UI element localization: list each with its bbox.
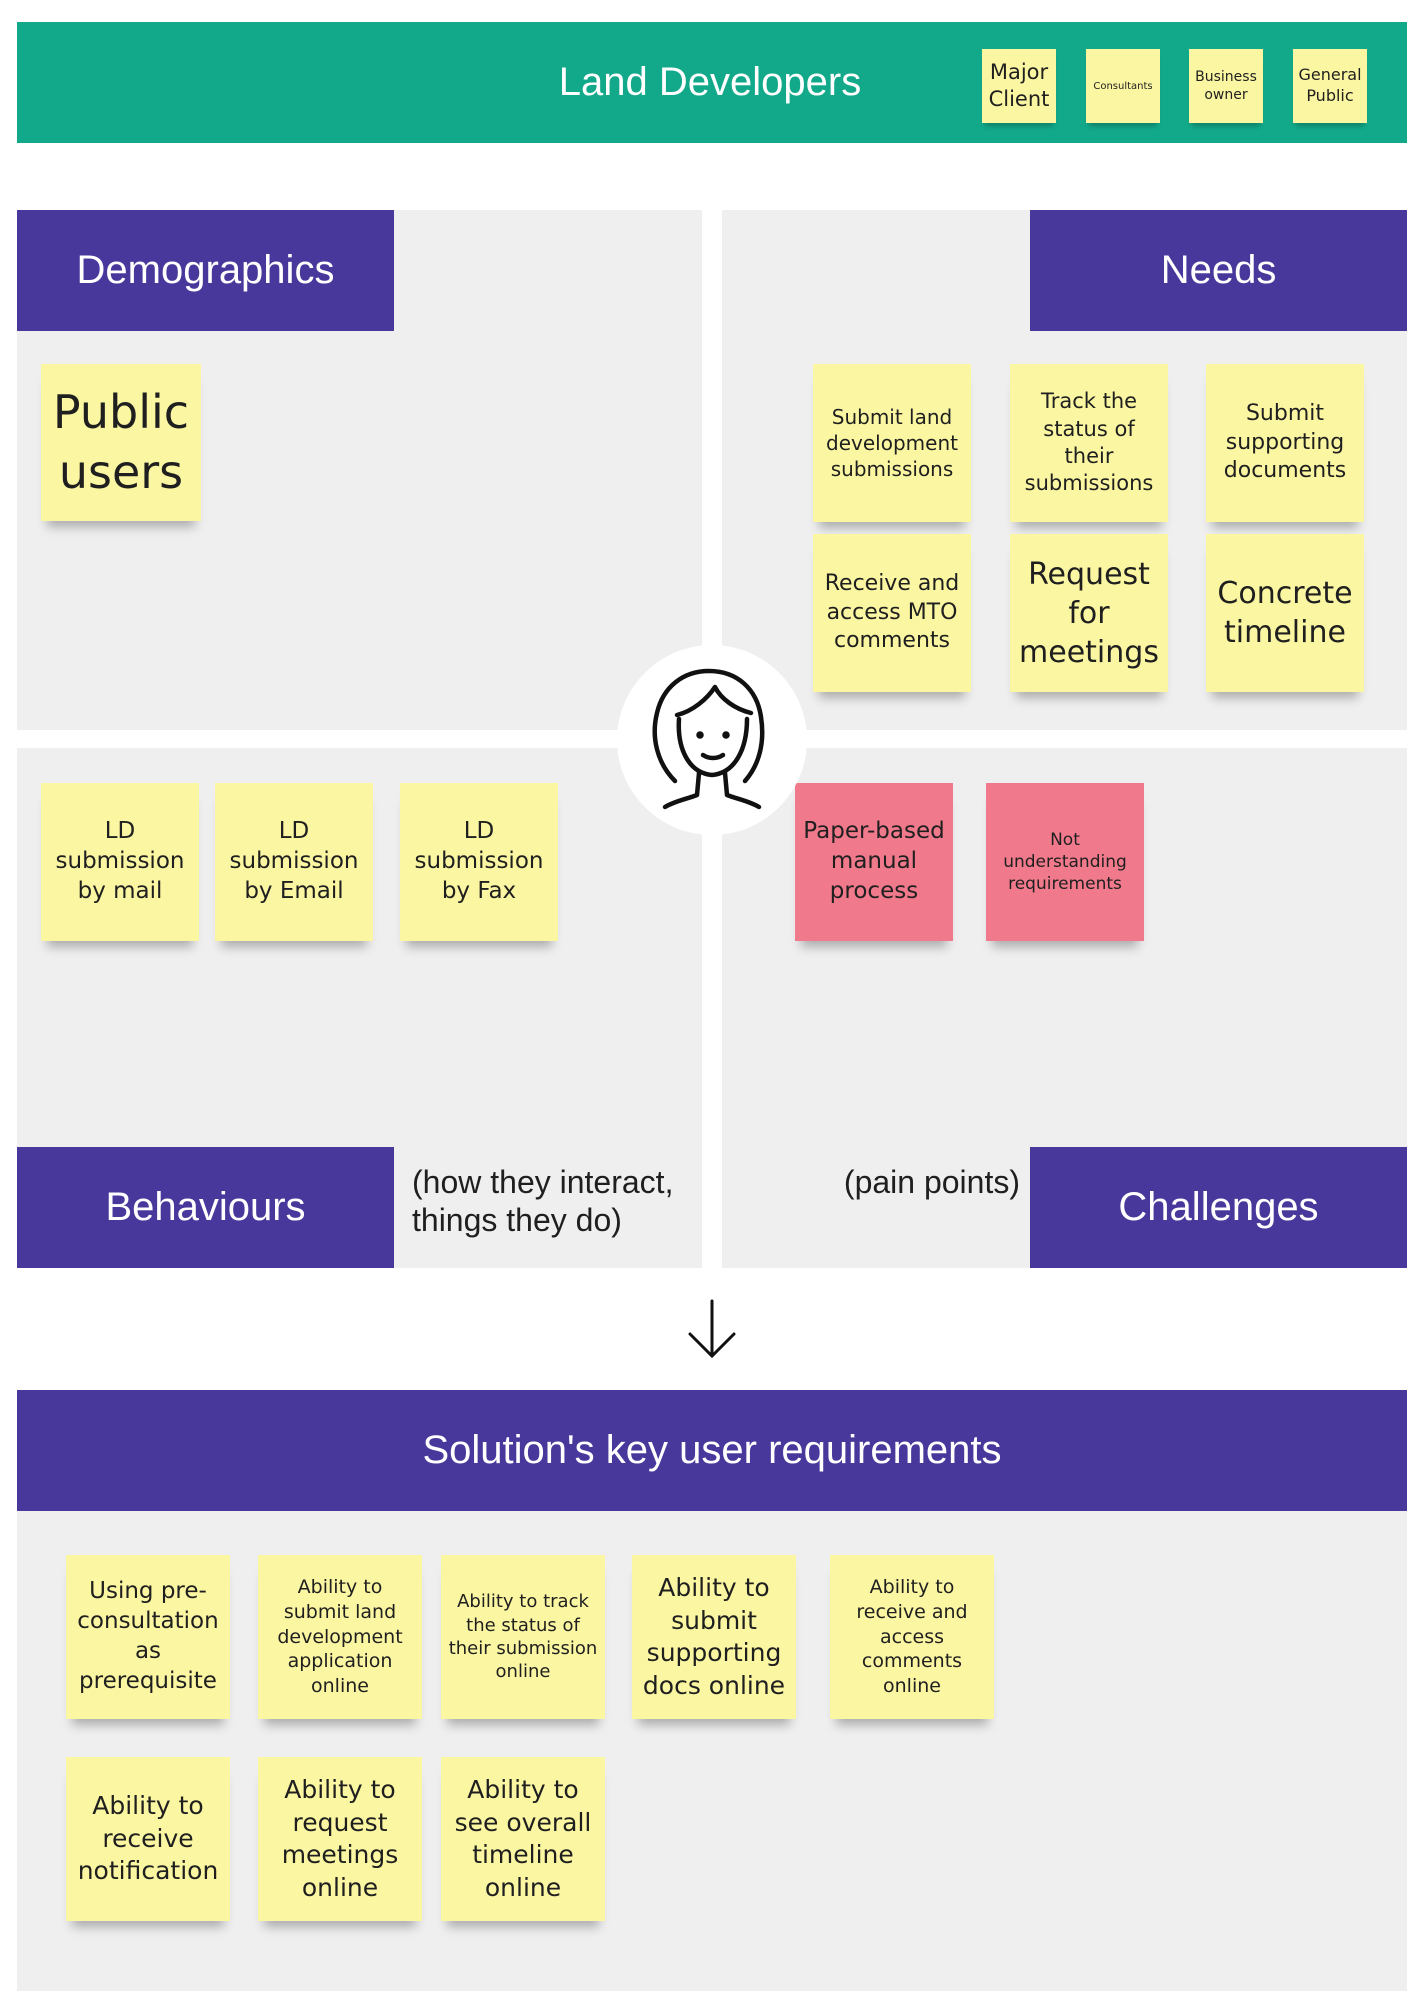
challenges-subtitle: (pain points) xyxy=(843,1164,1020,1200)
behaviour-note: LD submission by mail xyxy=(41,783,199,941)
challenge-note: Not understanding requirements xyxy=(986,783,1144,941)
tag-major-client: Major Client xyxy=(982,49,1056,123)
requirement-note: Ability to see overall timeline online xyxy=(441,1757,605,1921)
behaviour-note: LD submission by Email xyxy=(215,783,373,941)
arrow-down-icon xyxy=(688,1299,736,1359)
behaviours-subtitle: (how they interact, things they do) xyxy=(412,1164,674,1239)
needs-note: Submit supporting documents xyxy=(1206,364,1364,522)
needs-note: Concrete timeline xyxy=(1206,534,1364,692)
requirement-note: Ability to track the status of their sub… xyxy=(441,1555,605,1719)
requirement-note: Ability to receive notification xyxy=(66,1757,230,1921)
tag-business-owner: Business owner xyxy=(1189,49,1263,123)
tag-consultants: Consultants xyxy=(1086,49,1160,123)
requirement-note: Using pre-consultation as prerequisite xyxy=(66,1555,230,1719)
requirement-note: Ability to receive and access comments o… xyxy=(830,1555,994,1719)
challenge-note: Paper-based manual process xyxy=(795,783,953,941)
tag-general-public: General Public xyxy=(1293,49,1367,123)
requirement-note: Ability to request meetings online xyxy=(258,1757,422,1921)
needs-header: Needs xyxy=(1030,210,1407,331)
behaviour-note: LD submission by Fax xyxy=(400,783,558,941)
behaviours-header: Behaviours xyxy=(17,1147,394,1268)
demographics-header: Demographics xyxy=(17,210,394,331)
banner-title: Land Developers xyxy=(558,60,862,104)
solution-header: Solution's key user requirements xyxy=(17,1390,1407,1511)
needs-note: Receive and access MTO comments xyxy=(813,534,971,692)
challenges-header: Challenges xyxy=(1030,1147,1407,1268)
persona-avatar xyxy=(617,645,807,835)
woman-face-icon xyxy=(652,668,765,810)
needs-note: Submit land development submissions xyxy=(813,364,971,522)
needs-note: Track the status of their submissions xyxy=(1010,364,1168,522)
needs-note: Request for meetings xyxy=(1010,534,1168,692)
top-banner xyxy=(17,22,1407,143)
requirement-note: Ability to submit land development appli… xyxy=(258,1555,422,1719)
demographics-note: Public users xyxy=(41,364,201,521)
requirement-note: Ability to submit supporting docs online xyxy=(632,1555,796,1719)
